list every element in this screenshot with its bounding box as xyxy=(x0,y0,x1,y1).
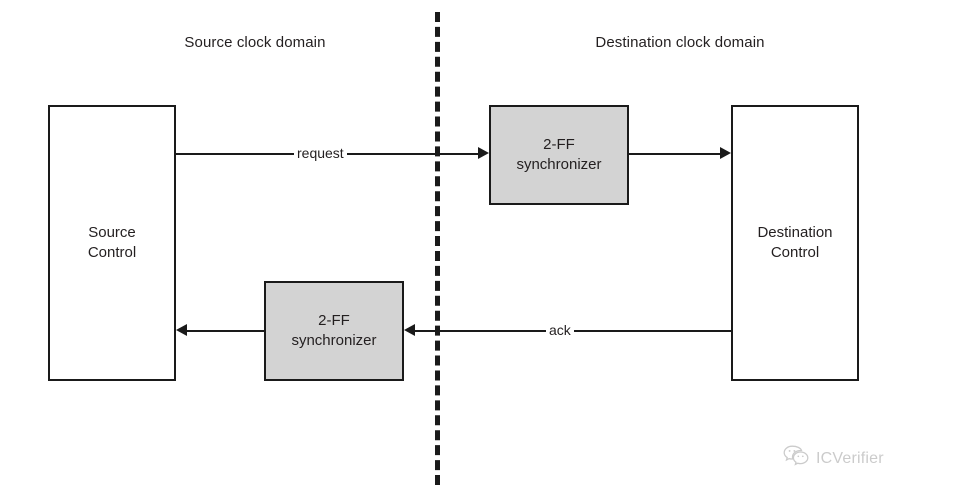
block-source-control-line1: Source xyxy=(88,223,136,241)
wechat-icon xyxy=(783,445,809,472)
watermark: ICVerifier xyxy=(783,445,884,472)
request-connector-sync-to-destination xyxy=(629,153,720,155)
signal-label-ack: ack xyxy=(546,323,574,337)
clock-domain-divider xyxy=(435,12,440,485)
block-destination-control-line1: Destination xyxy=(757,223,833,241)
block-destination-control: Destination Control xyxy=(731,105,859,381)
block-source-control-line2: Control xyxy=(87,244,137,261)
arrow-left-icon xyxy=(404,324,415,336)
ack-connector-sync-to-source xyxy=(187,330,264,332)
signal-label-request: request xyxy=(294,146,347,160)
block-source-control-label: Source Control xyxy=(88,223,136,264)
arrow-right-icon xyxy=(478,147,489,159)
block-sync-bottom-label: 2-FF synchronizer xyxy=(291,311,376,352)
source-clock-domain-title: Source clock domain xyxy=(184,34,326,51)
block-sync-top-line1: 2-FF xyxy=(543,135,575,153)
block-sync-top-line2: synchronizer xyxy=(516,156,602,173)
block-sync-bottom-line2: synchronizer xyxy=(291,332,377,349)
block-destination-control-line2: Control xyxy=(770,244,820,261)
block-sync-top-label: 2-FF synchronizer xyxy=(516,135,601,176)
destination-clock-domain-title: Destination clock domain xyxy=(595,34,765,51)
block-sync-bottom: 2-FF synchronizer xyxy=(264,281,404,381)
arrow-left-icon xyxy=(176,324,187,336)
block-sync-bottom-line1: 2-FF xyxy=(318,311,350,329)
block-sync-top: 2-FF synchronizer xyxy=(489,105,629,205)
block-source-control: Source Control xyxy=(48,105,176,381)
watermark-text: ICVerifier xyxy=(816,449,884,467)
block-destination-control-label: Destination Control xyxy=(757,223,832,264)
arrow-right-icon xyxy=(720,147,731,159)
